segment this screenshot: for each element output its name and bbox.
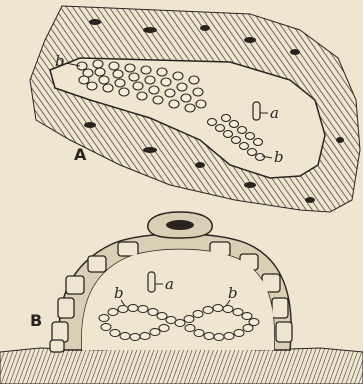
- callout-b-left-figure-b: b: [114, 284, 124, 302]
- larva-a-figure-a: [253, 102, 260, 120]
- figure-b-label: B: [30, 311, 42, 330]
- callout-a-figure-a: a: [270, 104, 279, 122]
- callout-b-lower-figure-a: b: [274, 148, 284, 166]
- callout-b-right-figure-b: b: [228, 284, 238, 302]
- callout-b-upper-figure-a: b: [55, 52, 65, 70]
- figure-b: B a b b: [0, 212, 363, 384]
- larva-a-figure-b: [148, 272, 155, 292]
- dome-opening-b: [166, 220, 194, 230]
- figure-a-label: A: [74, 145, 87, 164]
- callout-a-figure-b: a: [165, 275, 174, 293]
- figure-a: A a b b: [30, 6, 360, 212]
